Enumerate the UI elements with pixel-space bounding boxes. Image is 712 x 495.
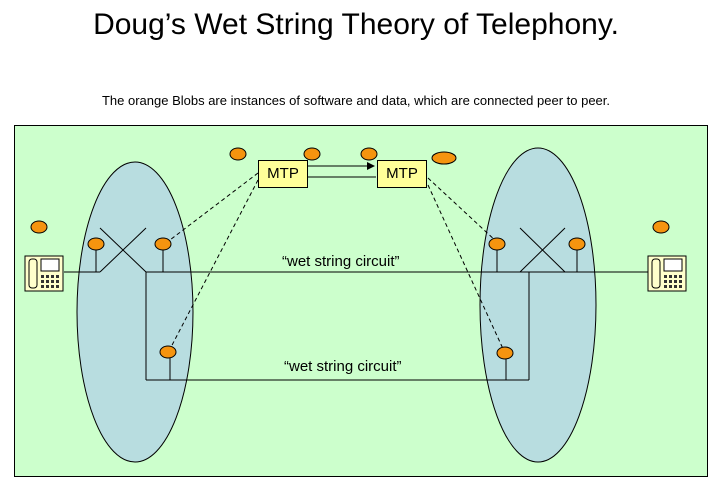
lower-circuit-label: “wet string circuit” <box>284 358 402 375</box>
signalling-line <box>169 179 259 350</box>
blob <box>431 151 457 165</box>
blob <box>303 147 321 161</box>
upper-circuit-label: “wet string circuit” <box>282 253 400 270</box>
signalling-line <box>427 177 498 243</box>
blob <box>87 237 105 251</box>
signalling-line <box>165 172 259 244</box>
mtp-right-node: MTP <box>377 160 427 188</box>
blob <box>652 220 670 234</box>
blob <box>229 147 247 161</box>
right-switch-ellipse <box>479 147 597 463</box>
left-telephone-icon <box>24 255 64 292</box>
left-switch-ellipse <box>76 161 194 463</box>
blob <box>568 237 586 251</box>
mtp-left-node: MTP <box>258 160 308 188</box>
blob <box>488 237 506 251</box>
blob <box>496 346 514 360</box>
page-title: Doug’s Wet String Theory of Telephony. <box>93 8 619 41</box>
signalling-line <box>427 184 505 352</box>
blob <box>154 237 172 251</box>
page-subtitle: The orange Blobs are instances of softwa… <box>101 93 611 108</box>
blob <box>159 345 177 359</box>
blob <box>30 220 48 234</box>
blob <box>360 147 378 161</box>
right-switch-diagonal-b <box>519 227 566 273</box>
left-switch-diagonal-b <box>99 227 147 273</box>
right-telephone-icon <box>647 255 687 292</box>
